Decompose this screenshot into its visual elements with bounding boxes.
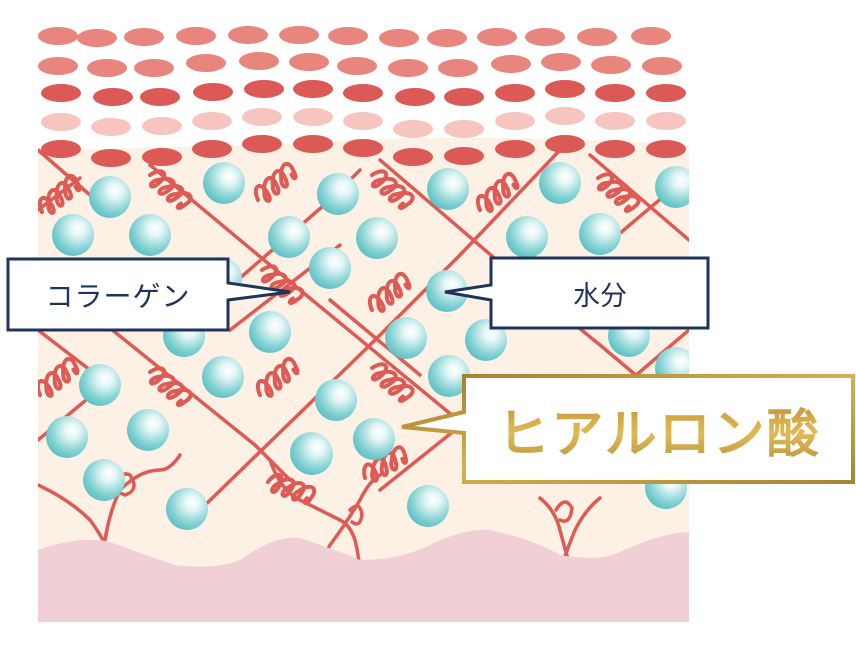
basement-wave-layer [38,529,689,622]
cell-row-2 [38,52,682,77]
hyaluronic-acid-callout-box [401,374,855,484]
water-callout-box [444,256,710,330]
epidermis-cell-rows [38,26,686,167]
cell-row-1 [38,26,671,47]
cell-row-3 [41,80,686,106]
cell-row-5 [41,135,686,167]
collagen-callout-box [6,257,291,332]
cell-row-4 [41,107,686,138]
